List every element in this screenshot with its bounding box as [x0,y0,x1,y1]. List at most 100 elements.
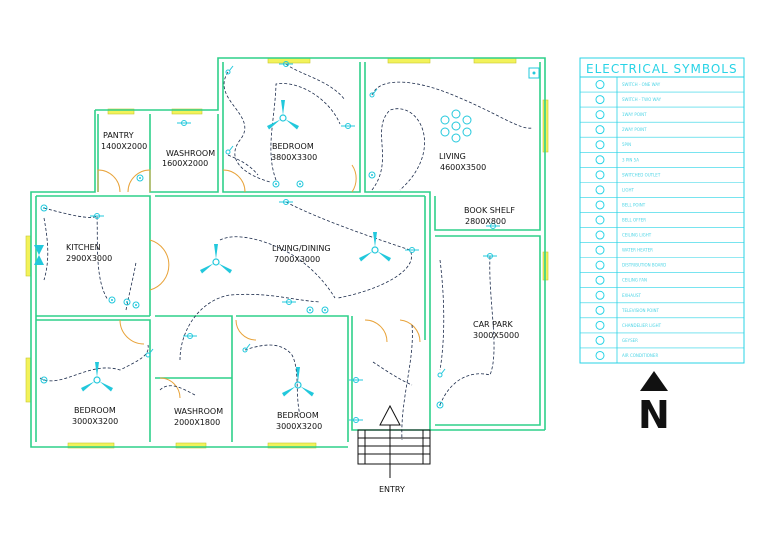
air-conditioner-icon [595,350,605,360]
legend-item-label: 2WAY POINT [622,127,647,132]
three-pin-icon [436,401,444,409]
three-pin-icon [595,155,605,165]
legend-item-label: LIGHT [622,187,635,192]
legend-item-label: BELL POINT [622,202,646,207]
legend-item-label: SWITCHED OUTLET [622,172,661,177]
three-pin-icon [368,171,376,179]
room-name-bedroom-right: BEDROOM [277,411,319,420]
room-size-bedroom-left: 3000X3200 [72,417,118,426]
bell-offer-icon [595,215,605,225]
room-name-washroom-bottom: WASHROOM [174,407,223,416]
three-pin-icon [272,180,280,188]
entry-label: ENTRY [379,485,405,494]
legend-item-label: SWITCH - TWO WAY [622,97,662,102]
water-heater-icon [34,245,44,265]
legend-item-label: TELEVISION POINT [621,308,660,313]
walls [30,57,546,448]
room-size-bedroom-right: 3000X3200 [276,422,322,431]
ceiling-fan-icon [281,366,315,398]
three-pin-icon [108,296,116,304]
light-icon [340,123,356,129]
room-size-living-dining: 7000X3000 [274,255,320,264]
switch-one-way-icon [225,145,234,155]
ceiling-fan-icon [595,275,605,285]
room-labels: PANTRY 1400X2000 WASHROOM 1600X2000 BEDR… [66,131,519,431]
electrical-symbols [34,61,540,423]
ceiling-fan-icon [199,243,233,275]
room-name-living-dining: LIVING/DINING [272,244,331,253]
switch-two-way-icon [595,95,605,105]
room-size-washroom-bottom: 2000X1800 [174,418,220,427]
five-pin-icon [595,140,605,150]
bell-point-icon [595,200,605,210]
room-name-book-shelf: BOOK SHELF [464,206,515,215]
legend-item-label: BELL OFFER [622,218,646,223]
three-pin-icon [296,180,304,188]
room-size-car-park: 3000X5000 [473,331,519,340]
light-icon [348,377,364,383]
three-pin-icon [306,306,314,314]
one-way-point-icon [595,110,605,120]
legend-item-label: DISTRIBUTION BOARD [622,263,666,268]
five-pin-icon [40,204,48,212]
north-label: N [638,393,670,437]
room-size-living: 4600X3500 [440,163,486,172]
room-name-living: LIVING [439,152,466,161]
legend-item-label: CEILING LIGHT [622,233,652,238]
room-size-washroom-top: 1600X2000 [162,159,208,168]
switch-one-way-icon [437,368,446,378]
legend-item-label: SWITCH - ONE WAY [622,82,661,87]
legend-item-label: CEILING FAN [622,278,647,283]
switch-one-way-icon [242,343,251,353]
chandelier-light-icon [440,109,472,143]
exhaust-icon [595,290,605,300]
legend-title: ELECTRICAL SYMBOLS [586,62,738,76]
geyser-icon [595,335,605,345]
legend-item-label: 3 PIN 5A [622,157,639,162]
light-icon [176,120,192,126]
light-icon [281,299,297,305]
switch-one-way-icon [369,88,378,98]
legend-item-label: CHANDELIER LIGHT [622,323,662,328]
room-size-pantry: 1400X2000 [101,142,147,151]
light-icon [404,247,420,253]
legend-item-label: 5PIN [622,142,631,147]
three-pin-icon [136,174,144,182]
legend-item-label: WATER HEATER [622,248,653,253]
room-size-kitchen: 2900X3000 [66,254,112,263]
room-name-bedroom-left: BEDROOM [74,406,116,415]
north-arrow-icon [640,371,668,391]
water-heater-icon [595,245,605,255]
three-pin-icon [321,306,329,314]
light-icon [348,417,364,423]
distribution-board-icon [595,260,605,270]
legend-item-label: EXHAUST [622,293,641,298]
ceiling-fan-icon [80,361,114,393]
legend-item-label: AIR CONDITIONER [622,353,658,358]
legend-item-label: 1WAY POINT [622,112,647,117]
legend-rows: SWITCH - ONE WAY SWITCH - TWO WAY 1WAY POI… [580,80,744,360]
room-name-car-park: CAR PARK [473,320,514,329]
ceiling-fan-icon [266,99,300,131]
chandelier-light-icon [595,320,605,330]
entry-steps [357,404,431,478]
switched-outlet-icon [595,170,605,180]
distribution-board-icon [528,67,540,79]
light-icon [595,185,605,195]
room-name-kitchen: KITCHEN [66,243,101,252]
doors [97,164,421,399]
room-name-washroom-top: WASHROOM [166,149,215,158]
two-way-point-icon [595,125,605,135]
room-name-bedroom-top: BEDROOM [272,142,314,151]
room-size-bedroom-top: 3800X3300 [271,153,317,162]
north-arrow: N [638,371,670,437]
room-size-book-shelf: 2800X800 [465,217,506,226]
television-point-icon [595,305,605,315]
light-icon [278,199,294,205]
legend: ELECTRICAL SYMBOLS SWITCH - ONE WAYSWITC… [579,57,745,364]
five-pin-icon [132,301,140,309]
ceiling-fan-icon [358,231,392,263]
wiring [39,63,533,441]
legend-item-label: GEYSER [622,338,638,343]
